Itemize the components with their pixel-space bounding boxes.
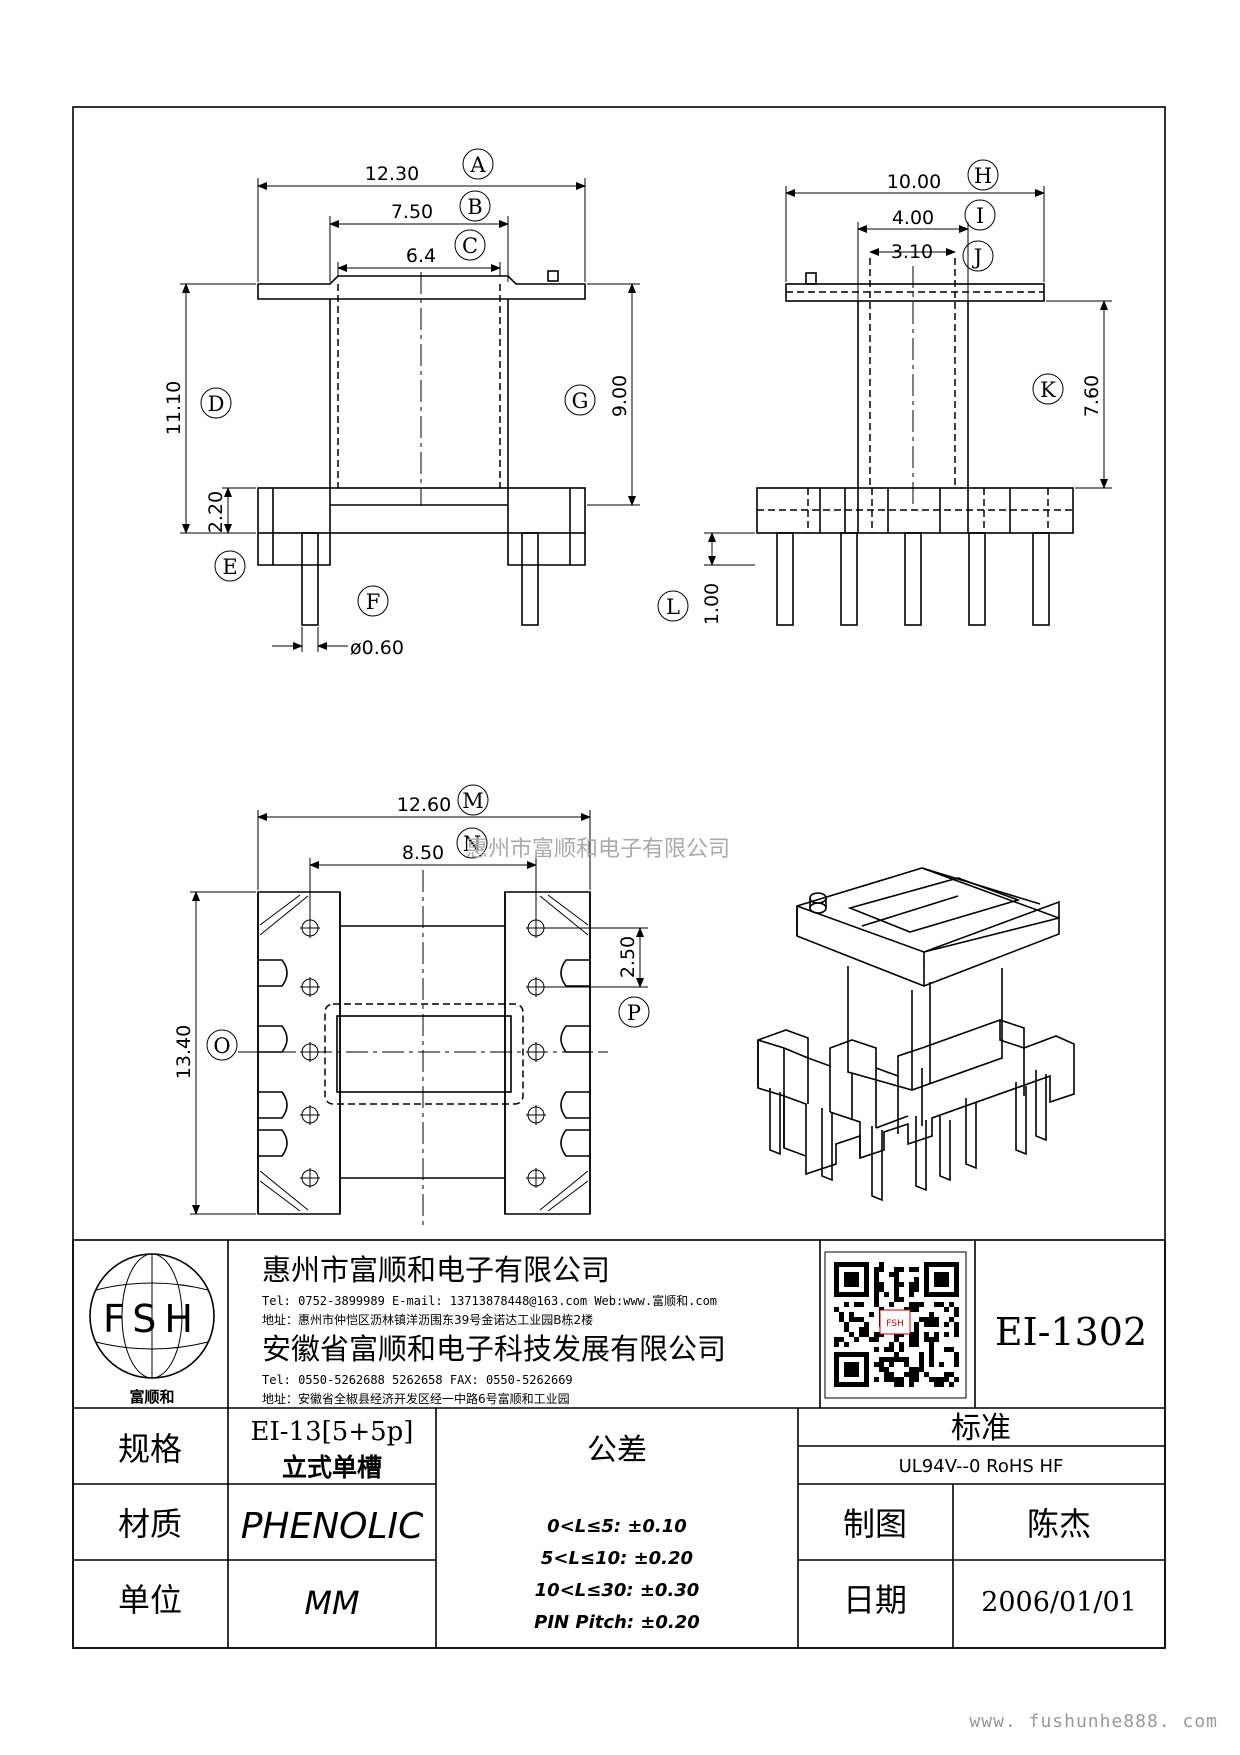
label-M: M xyxy=(457,784,489,816)
label-G: G xyxy=(564,384,596,416)
qr-code: FSH xyxy=(824,1251,967,1399)
dim-value-M: 12.60 xyxy=(397,794,451,816)
tolerance-row-3: 10<L≤30: ±0.30 xyxy=(535,1580,700,1601)
svg-text:L: L xyxy=(666,595,680,619)
date-label: 日期 xyxy=(843,1581,907,1619)
spec-label: 规格 xyxy=(118,1430,182,1468)
dim-value-O: 13.40 xyxy=(173,1025,195,1079)
svg-text:D: D xyxy=(208,392,225,416)
dim-value-K: 7.60 xyxy=(1081,375,1103,417)
svg-text:J: J xyxy=(972,245,982,269)
logo-caption: 富顺和 xyxy=(129,1388,174,1406)
dim-value-C: 6.4 xyxy=(406,245,436,267)
svg-text:A: A xyxy=(469,153,486,177)
material-label: 材质 xyxy=(118,1505,182,1543)
fsh-logo: FSH 富顺和 xyxy=(89,1253,215,1406)
circled-labels: A B C D E F G H I J K L M N O P xyxy=(200,148,1064,1061)
label-I: I xyxy=(964,199,996,231)
dim-value-P: 2.50 xyxy=(617,936,639,978)
drawn-by-label: 制图 xyxy=(843,1505,907,1543)
label-D: D xyxy=(200,387,232,419)
dim-value-F: ø0.60 xyxy=(350,637,404,659)
svg-text:O: O xyxy=(213,1034,230,1058)
dim-value-A: 12.30 xyxy=(365,163,419,185)
title-block: FSH 富顺和 惠州市富顺和电子有限公司 Tel: 0752-3899989 E… xyxy=(72,1239,1166,1649)
svg-text:C: C xyxy=(462,234,478,258)
dim-value-G: 9.00 xyxy=(609,375,631,417)
material-value: PHENOLIC xyxy=(241,1506,424,1547)
standard-value: UL94V--0 RoHS HF xyxy=(899,1456,1064,1477)
side-view xyxy=(704,186,1112,626)
label-H: H xyxy=(967,159,999,191)
label-F: F xyxy=(357,585,389,617)
svg-text:E: E xyxy=(222,555,237,579)
dimension-values: 12.30 7.50 6.4 11.10 2.20 ø0.60 9.00 10.… xyxy=(163,163,1103,1079)
isometric-view xyxy=(757,867,1075,1202)
label-C: C xyxy=(454,229,486,261)
label-O: O xyxy=(206,1029,238,1061)
tolerance-label: 公差 xyxy=(587,1433,647,1468)
drawn-by-value: 陈杰 xyxy=(1027,1505,1091,1543)
company-huizhou-address: 地址：惠州市仲恺区沥林镇洋沥围东39号金诺达工业园B栋2楼 xyxy=(262,1312,593,1327)
svg-text:M: M xyxy=(462,789,484,813)
svg-text:F: F xyxy=(366,590,381,614)
bottom-view xyxy=(190,810,648,1230)
label-N: N xyxy=(456,827,488,859)
label-B: B xyxy=(459,190,491,222)
dim-value-E: 2.20 xyxy=(205,491,227,533)
company-anhui-address: 地址：安徽省全椒县经济开发区经一中路6号富顺和工业园 xyxy=(262,1391,570,1406)
front-view xyxy=(180,178,640,652)
svg-text:K: K xyxy=(1040,378,1056,402)
company-name-anhui: 安徽省富顺和电子科技发展有限公司 xyxy=(262,1332,726,1366)
label-L: L xyxy=(657,590,689,622)
company-name-huizhou: 惠州市富顺和电子有限公司 xyxy=(262,1253,610,1287)
svg-text:B: B xyxy=(467,195,482,219)
tolerance-row-2: 5<L≤10: ±0.20 xyxy=(541,1548,693,1569)
dim-value-B: 7.50 xyxy=(391,201,433,223)
svg-text:H: H xyxy=(974,164,992,188)
spec-value-model: EI-13[5+5p] xyxy=(251,1417,414,1447)
label-E: E xyxy=(214,550,246,582)
part-number: EI-1302 xyxy=(995,1310,1147,1354)
dim-value-J: 3.10 xyxy=(891,241,933,263)
unit-value: MM xyxy=(304,1584,359,1622)
dim-value-L: 1.00 xyxy=(701,583,723,625)
logo-text: FSH xyxy=(103,1297,201,1341)
company-anhui-contact: Tel: 0550-5262688 5262658 FAX: 0550-5262… xyxy=(262,1373,573,1387)
tolerance-row-1: 0<L≤5: ±0.10 xyxy=(547,1516,687,1537)
dim-value-H: 10.00 xyxy=(887,171,941,193)
company-huizhou-contact: Tel: 0752-3899989 E-mail: 13713878448@16… xyxy=(262,1293,717,1308)
date-value: 2006/01/01 xyxy=(981,1587,1137,1618)
dim-value-D: 11.10 xyxy=(163,381,185,435)
standard-label: 标准 xyxy=(951,1411,1011,1446)
svg-text:P: P xyxy=(627,1001,641,1025)
qr-center-label: FSH xyxy=(886,1319,904,1329)
website-url: www. fushunhe888. com xyxy=(969,1711,1218,1732)
dim-value-N: 8.50 xyxy=(402,842,444,864)
unit-label: 单位 xyxy=(118,1581,182,1619)
svg-text:G: G xyxy=(572,389,589,413)
label-A: A xyxy=(462,148,494,180)
dim-value-I: 4.00 xyxy=(892,207,934,229)
svg-text:N: N xyxy=(463,832,481,856)
watermark-text: 惠州市富顺和电子有限公司 xyxy=(466,837,730,862)
label-K: K xyxy=(1032,373,1064,405)
label-J: J xyxy=(962,240,994,272)
svg-text:I: I xyxy=(976,204,984,228)
tolerance-row-4: PIN Pitch: ±0.20 xyxy=(534,1612,700,1633)
spec-value-type: 立式单槽 xyxy=(282,1453,382,1482)
label-P: P xyxy=(618,996,650,1028)
